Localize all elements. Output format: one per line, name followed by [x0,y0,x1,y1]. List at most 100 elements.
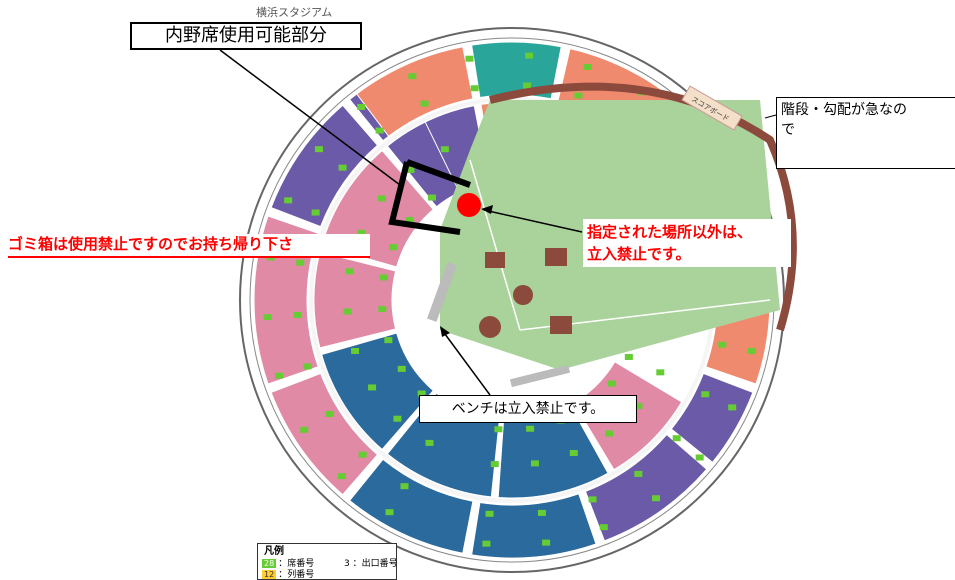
second-base [485,252,505,268]
scoreboard [681,85,743,131]
pitcher-mound [513,285,533,305]
seat-number-chip: 28 [262,559,277,568]
row-number-chip: 12 [262,570,277,579]
row-number-marker [408,73,417,80]
row-number-marker [427,194,436,201]
row-number-marker [695,454,704,461]
steep-stairs-callout: 階段・勾配が急なの で [776,97,955,169]
legend-exit-number: 3 ：出口番号 [344,559,398,569]
row-number-marker [400,483,409,490]
row-number-marker [417,390,426,397]
third-base [550,316,572,334]
row-number-marker [634,403,643,410]
row-number-marker [337,473,346,480]
row-number-marker [728,404,737,411]
row-number-marker [599,524,608,531]
home-bench [509,364,571,388]
foul-line-left [469,159,521,331]
row-number-marker [384,337,393,344]
usable-area-bracket [388,161,461,235]
row-number-marker [296,259,305,266]
legend-row-row: 12：列番号 [262,567,314,580]
row-number-marker [338,164,347,171]
row-number-marker [624,353,633,360]
row-number-marker [588,496,597,503]
row-number-marker [718,341,727,348]
row-number-marker [470,85,479,92]
row-number-marker [425,439,434,446]
stadium-label: 横浜スタジアム [256,6,333,19]
first-base [545,248,567,266]
row-number-marker [405,216,414,223]
row-number-marker [303,363,312,370]
row-number-marker [311,209,320,216]
row-number-marker [377,195,386,202]
row-number-marker [379,274,388,281]
row-number-marker [325,410,334,417]
restricted-area-notice: 指定された場所以外は、 立入禁止です。 [583,219,791,267]
row-number-marker [368,384,377,391]
row-number-marker [465,55,474,62]
row-number-marker [263,314,272,321]
row-number-marker [406,166,415,173]
row-number-marker [672,435,681,442]
leader-restricted [483,209,583,233]
row-number-marker [440,146,449,153]
trash-rule-notice: ゴミ箱は使用禁止ですのでお持ち帰り下さ [8,234,370,258]
row-number-marker [351,347,360,354]
row-number-marker [542,539,551,546]
outer-seat-sector-4 [584,433,708,542]
row-number-marker [583,63,592,70]
row-number-marker [482,540,491,547]
row-number-marker [378,306,387,313]
row-number-marker [389,244,398,251]
map-legend: 凡例 28：席番号 12：列番号 3 ：出口番号 [257,543,398,580]
bench-rule-callout: ベンチは立入禁止です。 [419,395,637,423]
outer-seat-sector-3 [670,372,754,464]
infield-usable-callout: 内野席使用可能部分 [130,22,362,50]
row-number-marker [494,426,503,433]
outer-seat-sector-11 [356,46,474,137]
row-number-marker [652,495,661,502]
restricted-marker-dot [457,193,481,217]
row-number-marker [490,461,499,468]
row-number-marker [274,372,283,379]
outer-seat-sector-7 [270,372,379,496]
inner-seat-sector-5 [321,332,434,451]
dugout-bench [427,262,457,322]
row-number-marker [522,82,531,89]
usable-area-bracket-top [405,159,472,188]
row-number-marker [345,268,354,275]
row-number-marker [747,347,756,354]
row-number-marker [343,308,352,315]
row-number-marker [537,509,546,516]
row-number-marker [358,451,367,458]
row-number-marker [604,430,613,437]
row-number-marker [293,311,302,318]
row-number-marker [300,426,309,433]
row-number-marker [314,146,323,153]
row-number-marker [393,415,402,422]
row-number-marker [574,92,583,99]
row-number-marker [607,380,616,387]
legend-title: 凡例 [264,546,284,557]
legend-row-number: ：列番号 [278,570,315,580]
outer-seat-sector-9 [270,104,379,228]
row-number-marker [525,52,534,59]
home-plate [479,316,501,338]
row-number-marker [569,449,578,456]
row-number-marker [357,229,366,236]
row-number-marker [701,391,710,398]
legend-seat-number: ：席番号 [278,559,315,569]
row-number-marker [485,510,494,517]
row-number-marker [634,470,643,477]
outer-seat-sector-6 [348,458,474,554]
row-number-marker [420,100,429,107]
row-number-marker [385,509,394,516]
leader-restricted-arrow [481,205,493,214]
row-number-marker [526,425,535,432]
row-number-marker [397,365,406,372]
outer-seat-sector-5 [471,493,597,559]
row-number-marker [656,369,665,376]
